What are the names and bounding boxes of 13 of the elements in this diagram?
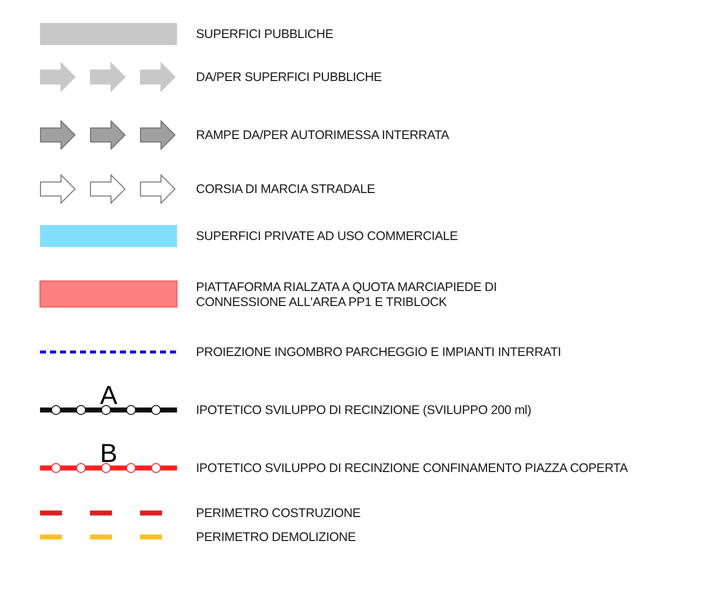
legend-label: PROIEZIONE INGOMBRO PARCHEGGIO E IMPIANTI INTERRATI: [196, 345, 562, 360]
line-marker-letter: B: [100, 440, 118, 466]
legend-label: DA/PER SUPERFICI PUBBLICHE: [196, 70, 383, 85]
legend-label: IPOTETICO SVILUPPO DI RECINZIONE (SVILUPPO 200 ml): [196, 403, 532, 418]
legend-label: PIATTAFORMA RIALZATA A QUOTA MARCIAPIEDE DI CONNESSIONE ALL'AREA PP1 E TRIBLOCK: [196, 280, 498, 310]
legend-label: PERIMETRO COSTRUZIONE: [196, 506, 362, 521]
legend-label: SUPERFICI PRIVATE AD USO COMMERCIALE: [196, 229, 459, 244]
line-marker-letter: A: [100, 382, 118, 408]
legend-label: RAMPE DA/PER AUTORIMESSA INTERRATA: [196, 128, 450, 143]
legend-label: IPOTETICO SVILUPPO DI RECINZIONE CONFINAMENTO PIAZZA COPERTA: [196, 461, 629, 476]
legend-label: CORSIA DI MARCIA STRADALE: [196, 182, 376, 197]
legend-label: SUPERFICI PUBBLICHE: [196, 27, 334, 42]
legend-label: PERIMETRO DEMOLIZIONE: [196, 530, 357, 545]
